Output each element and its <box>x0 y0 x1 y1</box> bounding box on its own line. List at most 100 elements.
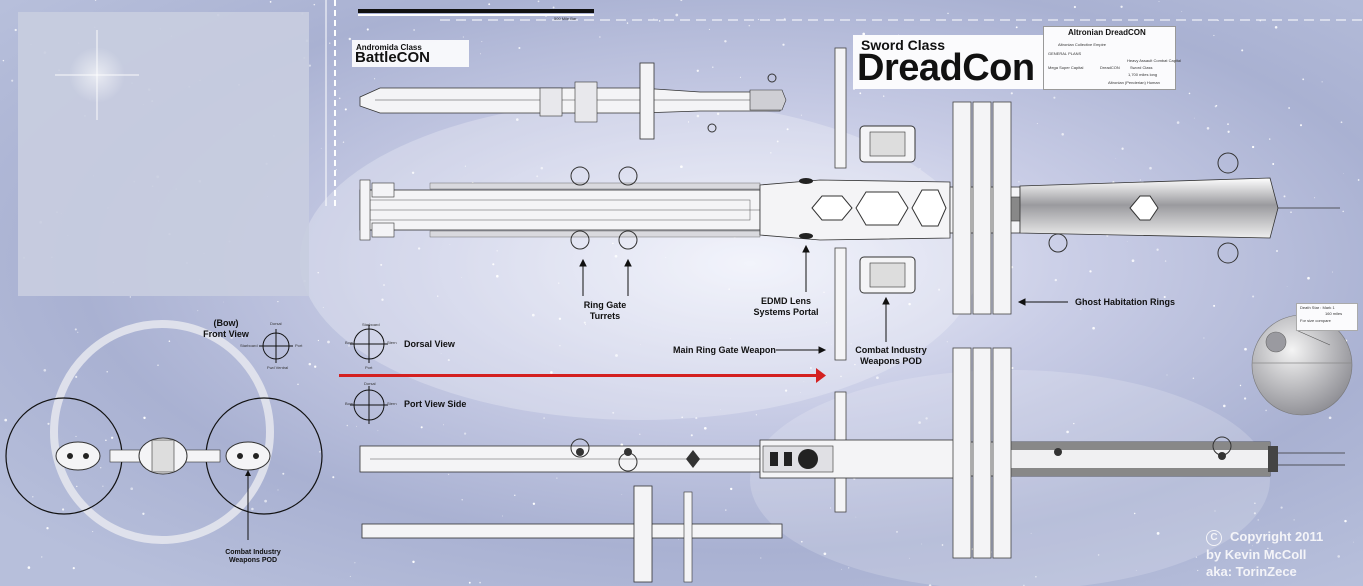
star <box>269 1 272 3</box>
star <box>1195 556 1198 558</box>
star <box>1015 26 1018 29</box>
callout-line: Weapons POD <box>228 557 278 564</box>
star <box>1011 367 1014 369</box>
callout-line: Ring Gate <box>583 300 627 310</box>
star <box>552 6 555 9</box>
spec-row: Altronian (Penderian) Human <box>1108 80 1160 85</box>
star <box>1089 270 1092 273</box>
star <box>322 306 324 308</box>
star <box>1158 1 1160 2</box>
star <box>784 389 788 392</box>
star <box>1227 123 1229 125</box>
star <box>799 392 801 393</box>
star <box>1073 422 1075 425</box>
star <box>335 169 337 171</box>
star <box>481 41 483 43</box>
dreadcon-dorsal-ship <box>359 152 1340 264</box>
star <box>675 13 679 17</box>
star <box>41 556 43 558</box>
star <box>599 36 601 38</box>
ring-gate-bar-bottom <box>834 247 847 361</box>
star <box>1149 166 1152 170</box>
star <box>823 291 825 294</box>
star <box>348 37 352 41</box>
star <box>658 20 661 22</box>
star <box>43 368 47 372</box>
star <box>1302 78 1305 81</box>
star <box>1036 123 1038 124</box>
ghost-rings-label: Ghost Habitation Rings <box>1075 297 1175 307</box>
star <box>488 3 491 6</box>
star <box>1332 271 1333 273</box>
star <box>1293 519 1295 521</box>
star <box>449 244 451 246</box>
star <box>558 317 562 320</box>
star <box>105 439 107 441</box>
edmd-lens-label: EDMD Lens Systems Portal <box>750 296 822 318</box>
star <box>464 432 467 435</box>
star <box>1337 555 1341 558</box>
star <box>621 494 623 495</box>
star <box>92 531 94 533</box>
star <box>925 417 928 420</box>
star <box>1251 145 1255 149</box>
star <box>696 114 700 118</box>
star <box>1126 241 1128 243</box>
star <box>687 121 690 123</box>
star <box>381 298 384 301</box>
star <box>264 499 267 503</box>
star <box>1283 195 1286 198</box>
star <box>461 499 463 501</box>
star <box>1243 397 1247 400</box>
star <box>678 538 679 540</box>
star <box>94 0 97 1</box>
copyright-text: Copyright 2011 <box>1230 529 1324 544</box>
star <box>1252 295 1255 298</box>
ring-gate-bar-top <box>834 47 847 169</box>
star <box>2 59 5 62</box>
star <box>896 530 898 533</box>
star <box>1197 569 1199 572</box>
star <box>496 274 499 278</box>
star <box>380 263 383 266</box>
star <box>800 540 803 543</box>
callout-line: Systems Portal <box>753 307 819 317</box>
star <box>62 508 65 511</box>
death-star-info-box <box>1296 303 1358 331</box>
star <box>437 295 439 297</box>
spec-row: DreadCON <box>1100 65 1120 70</box>
star <box>696 69 699 72</box>
callout-line: Weapons POD <box>860 356 922 366</box>
copyright-line-2: by Kevin McColl <box>1206 546 1307 562</box>
star <box>1265 409 1267 412</box>
star <box>1188 92 1191 95</box>
star <box>729 487 733 491</box>
combat-pod-dorsal-bottom <box>859 256 916 294</box>
spec-header: Altronian DreadCON <box>1068 28 1146 37</box>
star <box>1164 260 1167 262</box>
star <box>1010 92 1013 95</box>
star <box>346 424 349 427</box>
star <box>496 249 498 252</box>
star <box>1166 374 1168 376</box>
compass-word: Starboard <box>362 322 380 327</box>
star <box>77 331 79 333</box>
star <box>27 566 31 569</box>
star <box>1193 117 1195 119</box>
title-box <box>853 35 1043 89</box>
star <box>241 336 244 338</box>
star <box>354 562 356 564</box>
star <box>614 254 618 258</box>
star <box>319 450 321 453</box>
star <box>1215 104 1218 107</box>
compass-word: Port <box>295 343 303 348</box>
star <box>1131 259 1135 263</box>
star <box>130 487 134 491</box>
star <box>443 424 444 426</box>
star <box>680 165 683 169</box>
star <box>1135 570 1137 571</box>
star <box>809 239 811 241</box>
star <box>584 323 587 325</box>
